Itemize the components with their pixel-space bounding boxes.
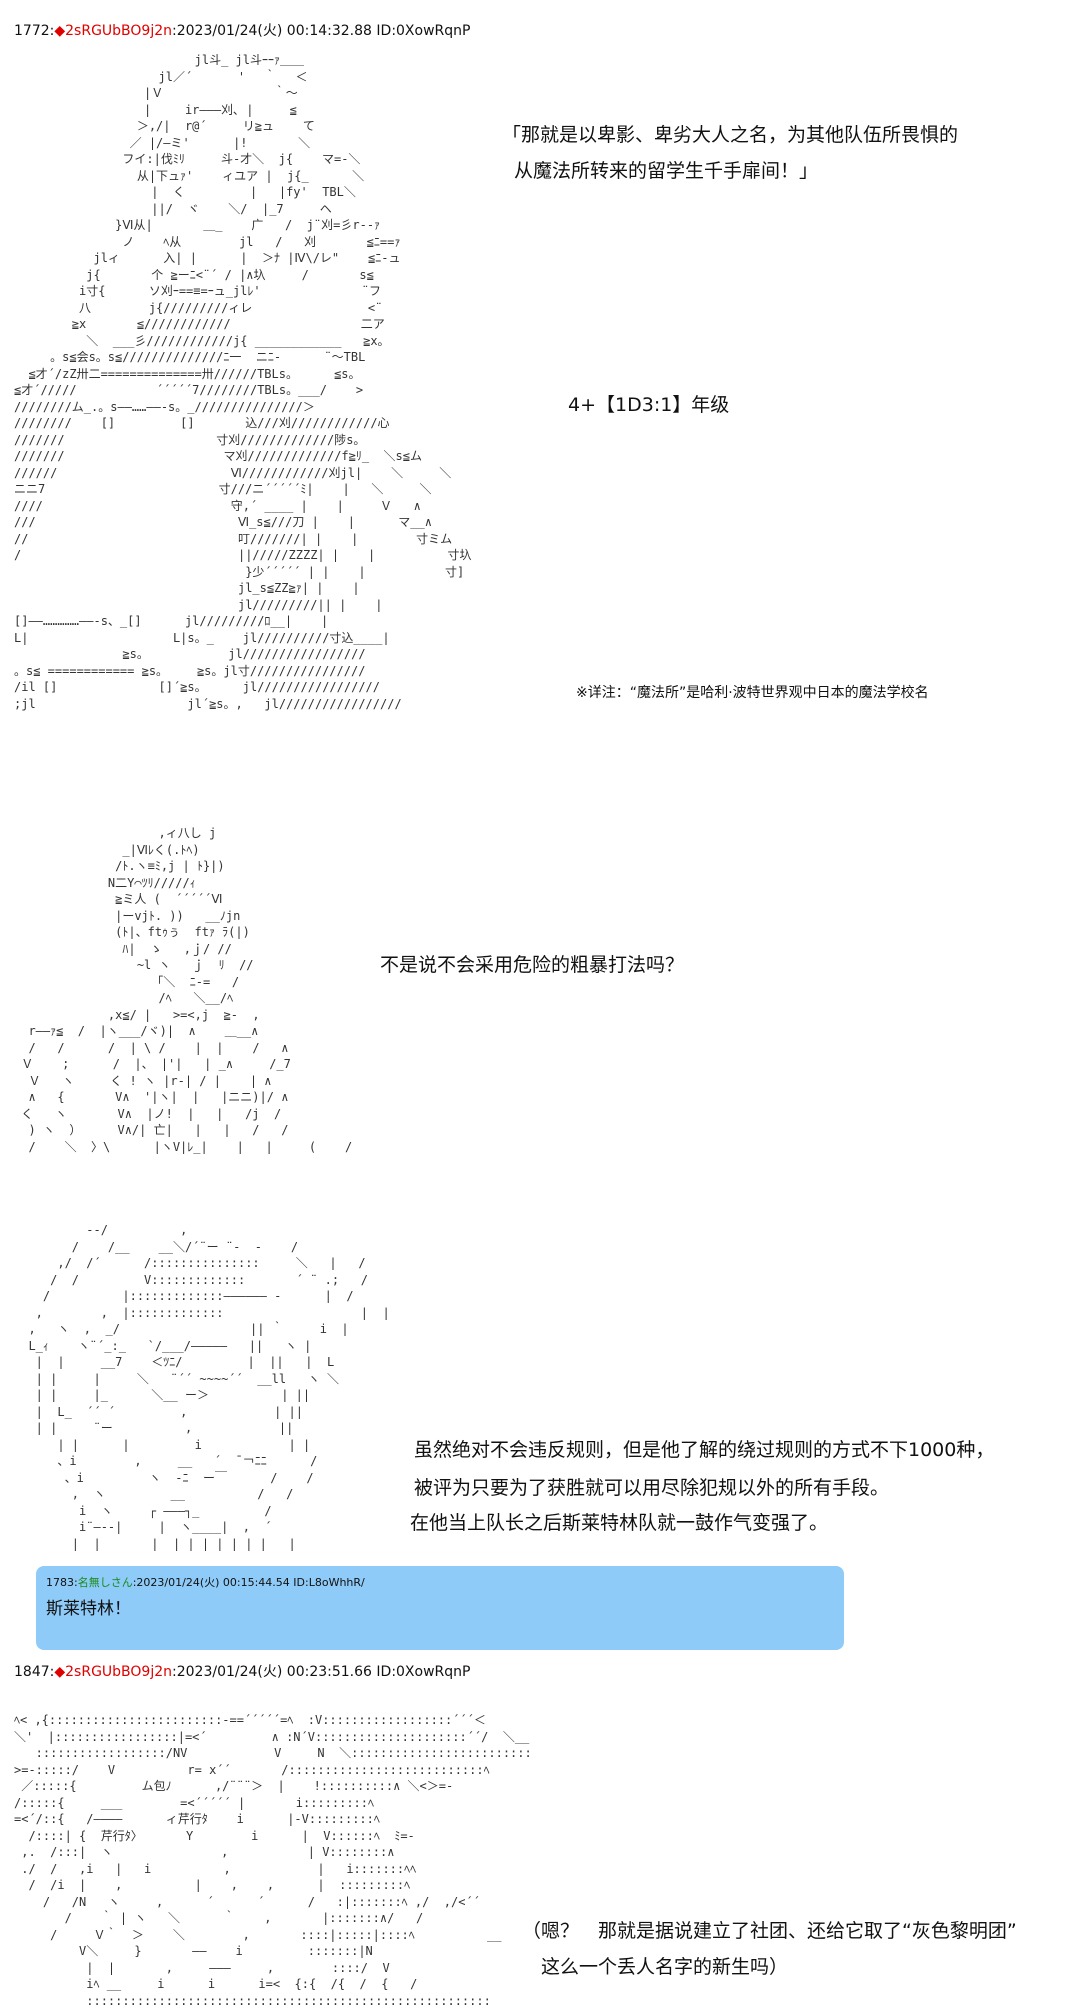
reply-id: ID:L8oWhhR/ [289, 1576, 365, 1589]
trip-code[interactable]: 2sRGUbBO9j2n [65, 23, 173, 39]
post-number: 1847 [14, 1664, 50, 1680]
post-header: 1772:◆2sRGUbBO9j2n:2023/01/24(火) 00:14:3… [14, 23, 471, 39]
narration-line: 在他当上队长之后斯莱特林队就一鼓作气变强了。 [410, 1512, 829, 1534]
dialogue-line: 不是说不会采用危险的粗暴打法吗？ [380, 954, 685, 976]
post-id: ID:0XowRqnP [371, 23, 471, 39]
ascii-art-character: jl斗_ jl斗ｰｰｧ＿＿ jl／´ ' ｀ ＜ |Ｖ ｀～ | ir―――刈､… [14, 53, 472, 711]
trip-code[interactable]: 2sRGUbBO9j2n [65, 1664, 173, 1680]
reply-header: 1783:名無しさん:2023/01/24(火) 00:15:44.54 ID:… [46, 1576, 365, 1589]
ascii-art-face-closeup: --/ , / /__ __＼/´¨ー ¨- - / ,/ /´ /::::::… [28, 1223, 390, 1551]
reply-post: 1783:名無しさん:2023/01/24(火) 00:15:44.54 ID:… [36, 1566, 844, 1650]
post-number: 1772 [14, 23, 50, 39]
dice-result: 4+【1D3:1】年级 [568, 394, 730, 416]
post-id: ID:0XowRqnP [371, 1664, 471, 1680]
trip-diamond-icon: ◆ [54, 23, 66, 39]
translator-note: ※详注：“魔法所”是哈利·波特世界观中日本的魔法学校名 [576, 685, 929, 701]
post-header: 1847:◆2sRGUbBO9j2n:2023/01/24(火) 00:23:5… [14, 1664, 471, 1680]
narration-line: 被评为只要为了获胜就可以用尽除犯规以外的所有手段。 [414, 1477, 890, 1499]
dialogue-line: 从魔法所转来的留学生千手扉间！」 [514, 160, 819, 182]
trip-diamond-icon: ◆ [54, 1664, 66, 1680]
reply-number: 1783 [46, 1576, 74, 1589]
reply-date: :2023/01/24(火) 00:15:44.54 [132, 1576, 290, 1589]
reply-text: 斯莱特林！ [46, 1599, 131, 1619]
inner-monologue-line: 这么一个丢人名字的新生吗） [522, 1956, 789, 1978]
dialogue-line: 「那就是以卑影、卑劣大人之名，为其他队伍所畏惧的 [502, 124, 959, 146]
ascii-art-shaded-character: ﾍ< ,{::::::::::::::::::::::::-==´´´´´=ﾍ … [14, 1713, 532, 2008]
ascii-art-standing-figure: ,ィ八し j _|Ⅵﾚく(.ﾄﾍ) /ﾄ.ヽ≡ﾐ,j | ﾄ}|) N二Y⌒ﾂﾘ… [21, 826, 353, 1154]
inner-monologue-line: （嗯？ 那就是据说建立了社团、还给它取了“灰色黎明团” [522, 1920, 1017, 1942]
post-date: :2023/01/24(火) 00:14:32.88 [172, 23, 372, 39]
post-date: :2023/01/24(火) 00:23:51.66 [172, 1664, 372, 1680]
narration-line: 虽然绝对不会违反规则，但是他了解的绕过规则的方式不下1000种， [414, 1439, 995, 1461]
reply-author: 名無しさん [77, 1576, 133, 1589]
